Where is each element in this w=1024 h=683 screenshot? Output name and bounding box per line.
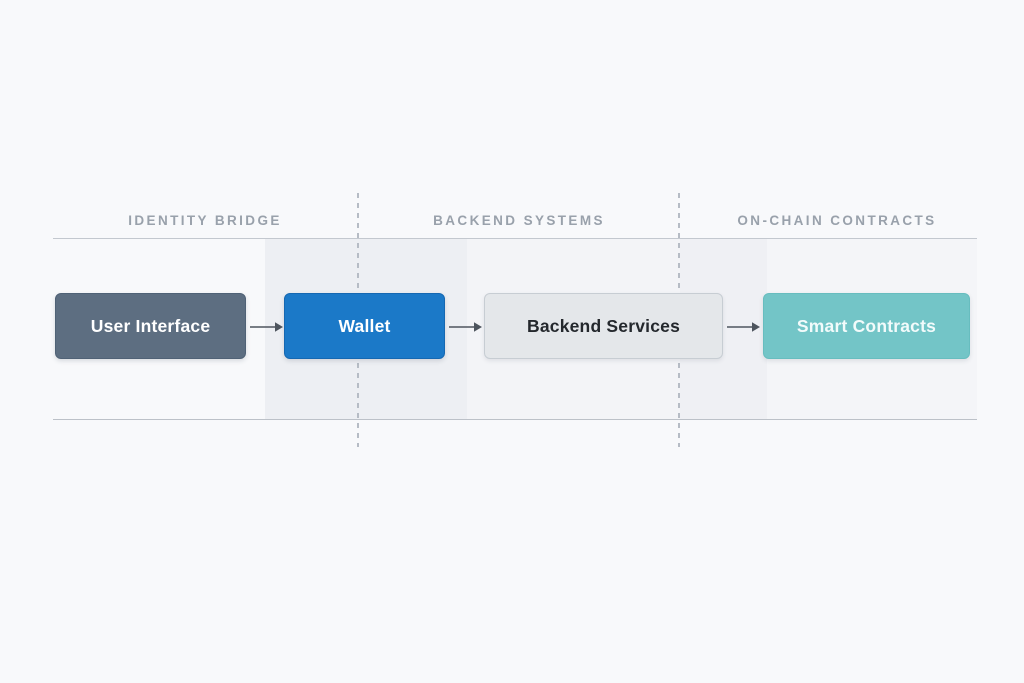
node-wallet: Wallet xyxy=(284,293,445,359)
lane-label-identity-bridge: IDENTITY BRIDGE xyxy=(128,213,282,228)
lane-label-backend-systems: BACKEND SYSTEMS xyxy=(433,213,605,228)
node-user-interface: User Interface xyxy=(55,293,246,359)
top-rule xyxy=(53,238,977,239)
arrow-backend-services-to-smart-contracts-icon xyxy=(727,322,760,332)
node-backend-services: Backend Services xyxy=(484,293,723,359)
arrow-wallet-to-backend-services-icon xyxy=(449,322,482,332)
node-smart-contracts: Smart Contracts xyxy=(763,293,970,359)
lane-label-on-chain-contracts: ON-CHAIN CONTRACTS xyxy=(737,213,937,228)
arrow-user-interface-to-wallet-icon xyxy=(250,322,283,332)
bottom-rule xyxy=(53,419,977,420)
